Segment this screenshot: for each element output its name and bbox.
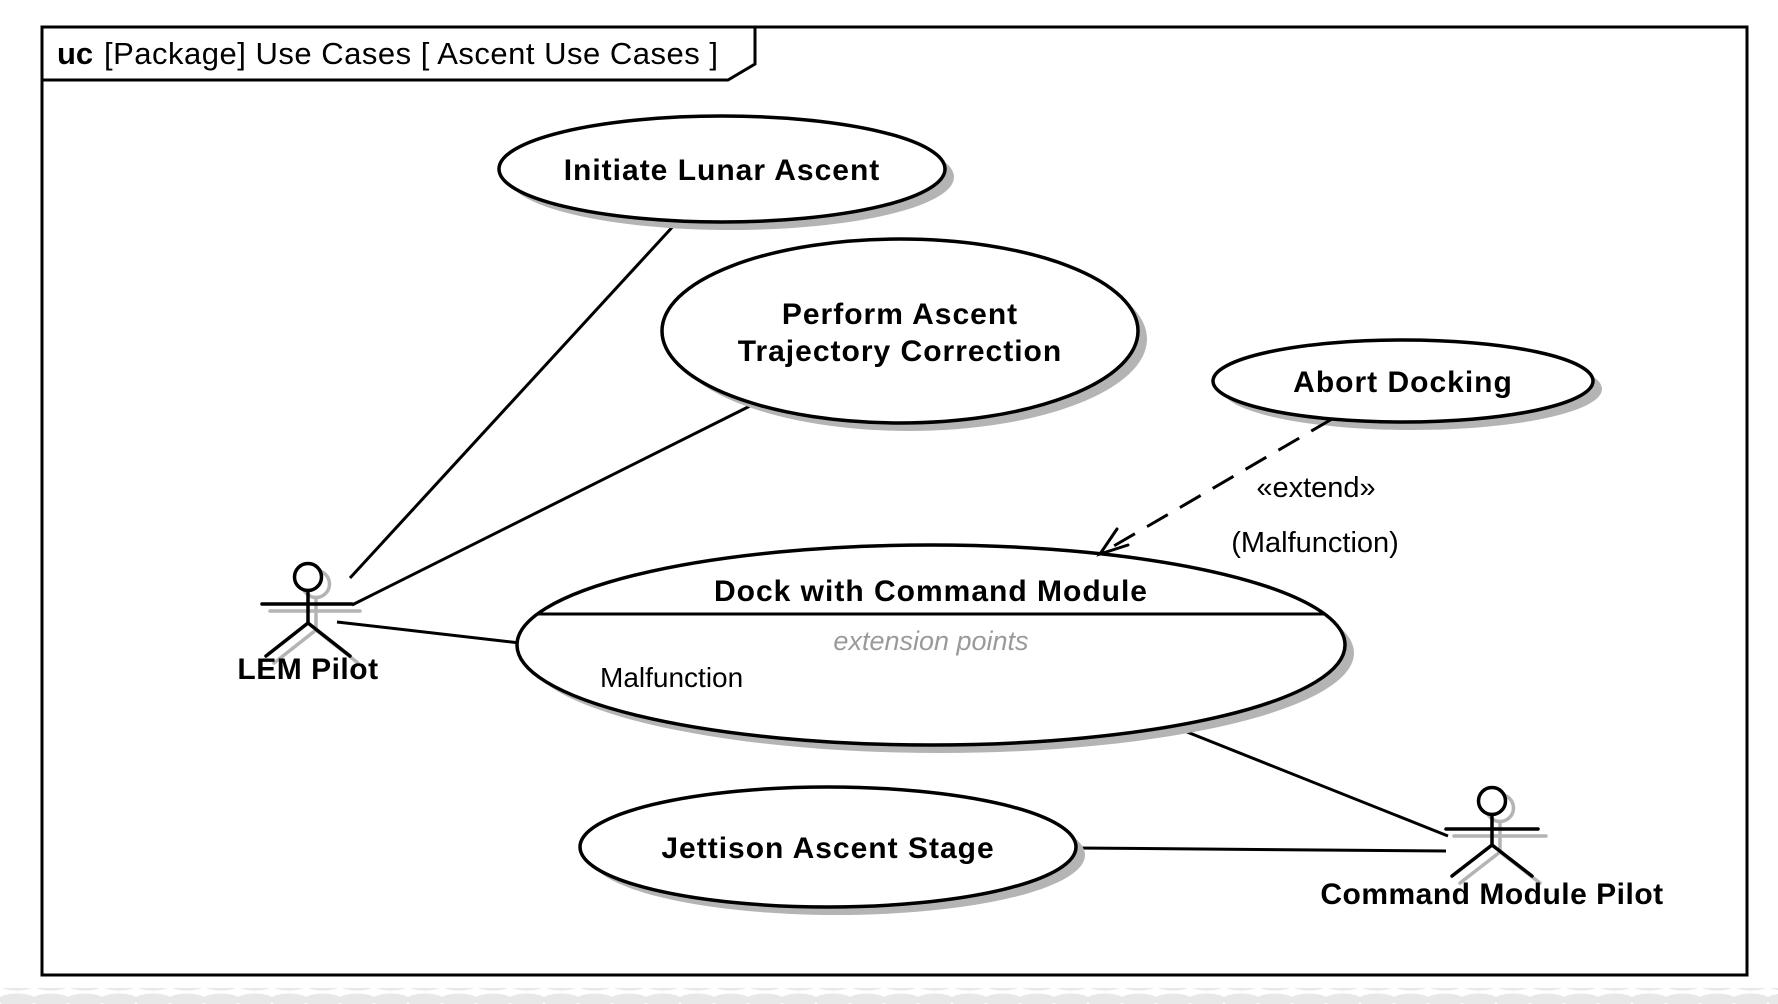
use-case-dock-with-command-module: Dock with Command Module extension point… (515, 543, 1354, 753)
association-dock-cm-pilot (1171, 724, 1449, 838)
extend-condition: (Malfunction) (1231, 527, 1399, 559)
use-case-jettison-ascent-stage: Jettison Ascent Stage (578, 785, 1085, 915)
shadow-body (268, 595, 362, 665)
frame-border (40, 25, 1749, 977)
extension-point-item: Malfunction (600, 662, 743, 693)
use-case-initiate-lunar-ascent: Initiate Lunar Ascent (497, 114, 954, 230)
extend-relationship: «extend» (Malfunction) (1096, 417, 1399, 559)
shadow-body (1452, 819, 1548, 885)
extension-points-caption: extension points (833, 626, 1028, 656)
association-lem-pilot-dock (336, 620, 521, 645)
use-case-ellipse (578, 785, 1078, 909)
use-case-label: Jettison Ascent Stage (661, 832, 994, 865)
use-case-ellipse (497, 114, 947, 224)
use-case-label-line2: Trajectory Correction (738, 335, 1062, 368)
actor-lem-pilot: LEM Pilot (237, 561, 378, 686)
use-case-label: Dock with Command Module (714, 575, 1148, 608)
use-case-abort-docking: Abort Docking (1211, 338, 1602, 430)
association-jettison-cm-pilot (1075, 846, 1447, 853)
use-case-label: Abort Docking (1293, 366, 1513, 399)
actor-command-module-pilot: Command Module Pilot (1320, 785, 1663, 911)
actor-label: LEM Pilot (237, 653, 378, 686)
extend-stereotype: «extend» (1256, 472, 1375, 504)
extend-dashed-line (1099, 417, 1333, 556)
use-case-ellipse (515, 543, 1347, 747)
frame-title: [Package] Use Cases [ Ascent Use Cases ] (104, 36, 718, 71)
extend-arrowhead-icon (1096, 527, 1130, 557)
use-case-perform-ascent-trajectory-correction: Perform Ascent Trajectory Correction (660, 237, 1147, 431)
stick-figure-icon (1444, 812, 1540, 878)
association-lem-pilot-perform (351, 404, 751, 607)
use-case-label-line1: Perform Ascent (782, 298, 1018, 331)
use-case-label: Initiate Lunar Ascent (564, 154, 881, 187)
stick-figure-icon (260, 588, 354, 658)
association-lem-pilot-initiate (348, 220, 679, 580)
use-case-ellipse (660, 237, 1140, 425)
frame-keyword: uc (57, 36, 93, 71)
use-case-ellipse (1211, 338, 1595, 424)
actor-head-icon (292, 561, 324, 593)
page-edge-artifact (0, 988, 1778, 1004)
diagram-frame: uc [Package] Use Cases [ Ascent Use Case… (40, 25, 1749, 977)
associations (336, 220, 1449, 853)
actor-label: Command Module Pilot (1320, 878, 1663, 911)
frame-title-tab (40, 25, 757, 82)
actor-head-icon (1476, 785, 1508, 817)
